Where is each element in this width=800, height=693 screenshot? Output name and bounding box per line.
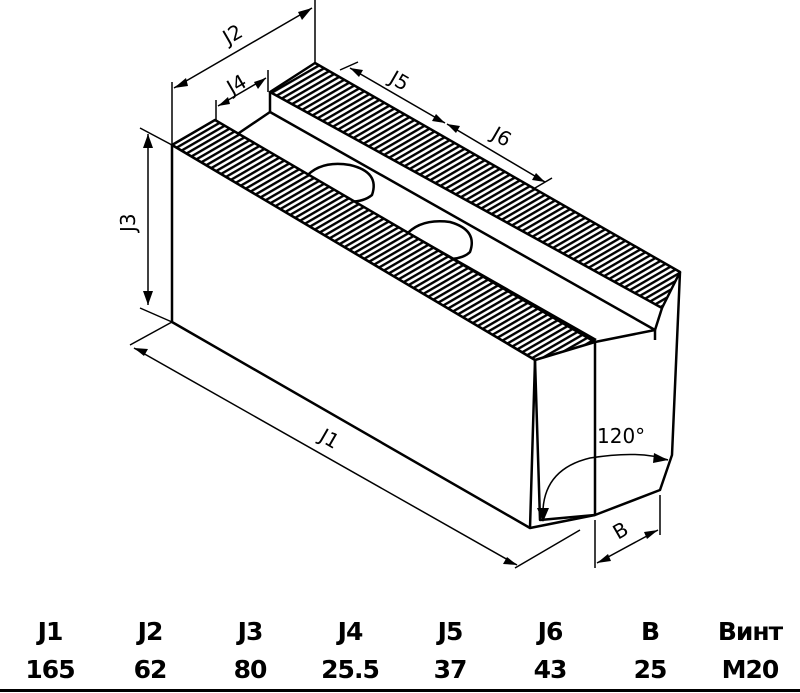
header-cell: J3 bbox=[237, 616, 264, 646]
header-cell: J2 bbox=[137, 616, 164, 646]
bolt-hole bbox=[304, 162, 375, 203]
table-row: 165 62 80 25.5 37 43 25 M20 bbox=[0, 650, 800, 688]
spec-table: J1 J2 J3 J4 J5 J6 B Винт 165 62 80 25.5 … bbox=[0, 612, 800, 688]
table-header-row: J1 J2 J3 J4 J5 J6 B Винт bbox=[0, 612, 800, 650]
label-b: B bbox=[609, 517, 633, 545]
value-cell: 165 bbox=[25, 654, 75, 684]
value-cell: 62 bbox=[133, 654, 168, 684]
value-cell: M20 bbox=[721, 654, 780, 684]
table-bottom-rule bbox=[0, 689, 800, 692]
jaw-drawing: J2 J4 J5 J6 J3 J1 B 120° bbox=[116, 0, 682, 569]
value-cell: 37 bbox=[433, 654, 468, 684]
label-j2: J2 bbox=[217, 19, 247, 50]
label-angle: 120° bbox=[597, 424, 645, 448]
dim-angle-arc bbox=[542, 453, 669, 521]
dim-j5 bbox=[349, 67, 446, 124]
end-profile bbox=[533, 271, 682, 522]
dim-j6 bbox=[446, 123, 546, 183]
header-cell: J6 bbox=[537, 616, 564, 646]
label-j6: J6 bbox=[486, 121, 516, 152]
bolt-hole bbox=[404, 220, 473, 261]
value-cell: 25 bbox=[633, 654, 668, 684]
dim-j2 bbox=[173, 7, 313, 89]
label-j3: J3 bbox=[116, 213, 140, 234]
header-cell: J4 bbox=[337, 616, 364, 646]
value-cell: 80 bbox=[233, 654, 268, 684]
label-j1: J1 bbox=[314, 423, 344, 454]
channel-back-line bbox=[269, 110, 656, 332]
label-j4: J4 bbox=[221, 69, 251, 100]
dim-j1 bbox=[133, 347, 518, 566]
header-cell: J5 bbox=[437, 616, 464, 646]
header-cell: Винт bbox=[717, 616, 783, 646]
value-cell: 43 bbox=[533, 654, 568, 684]
header-cell: J1 bbox=[37, 616, 64, 646]
header-cell: B bbox=[640, 616, 660, 646]
value-cell: 25.5 bbox=[321, 654, 380, 684]
